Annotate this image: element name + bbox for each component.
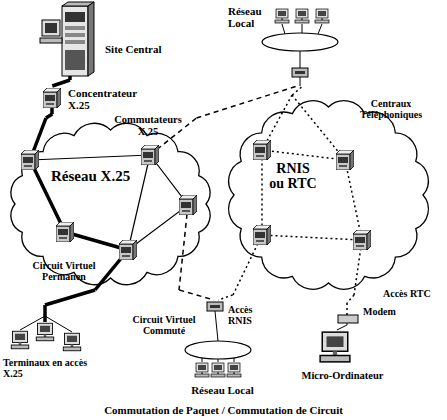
network-link <box>218 295 232 300</box>
figure-caption: Commutation de Paquet / Commutation de C… <box>0 404 447 416</box>
x25-switch <box>141 145 159 165</box>
phone-link <box>346 303 348 315</box>
network-node: Terminaux en accès X.25 <box>3 305 103 400</box>
console-display <box>45 23 57 33</box>
cabinet-front <box>62 6 88 76</box>
modem-wire <box>347 323 348 325</box>
x25-switch <box>179 195 197 215</box>
disk-slot <box>65 40 85 44</box>
pc-symbol <box>195 363 209 377</box>
phone-exchange <box>253 225 271 245</box>
router-panel <box>210 305 220 308</box>
phone-exchange <box>336 150 354 170</box>
router-symbol <box>292 68 308 77</box>
terminal-symbol <box>63 333 81 351</box>
node-label: RNIS ou RTC <box>268 161 318 192</box>
cabinet-side <box>88 2 94 76</box>
annotation-label: Circuit Virtuel Commuté <box>128 314 200 336</box>
switched-circuit-line <box>150 118 197 290</box>
permanent-circuit-line <box>43 305 47 322</box>
network-link <box>337 325 347 330</box>
trunk-line <box>50 108 54 114</box>
phone-exchange <box>353 230 371 250</box>
phone-exchange <box>253 140 271 160</box>
node-label: Réseau X.25 <box>51 168 146 185</box>
annotation-label: Accès RNIS <box>228 304 268 326</box>
network-link <box>46 114 52 118</box>
router-symbol <box>207 302 223 311</box>
lan-ring <box>185 341 251 359</box>
x25-switch <box>21 150 39 170</box>
phone-link <box>233 95 362 295</box>
cabinet-panel <box>65 12 85 22</box>
node-label: Modem <box>363 306 403 317</box>
network-link <box>292 86 302 95</box>
cloud-shape <box>11 123 210 284</box>
annotation-label: Commutateurs X.25 <box>108 114 188 137</box>
x25-switch <box>56 222 74 242</box>
node-label: Terminaux en accès X.25 <box>3 357 103 379</box>
pc-symbol <box>227 363 241 377</box>
pc-symbol <box>275 9 289 23</box>
central-computer <box>40 2 94 80</box>
console-screen <box>42 20 60 36</box>
pc-symbol <box>211 363 225 377</box>
disk-slot <box>65 33 85 37</box>
modem-symbol <box>338 315 358 323</box>
node-label: Réseau Local <box>228 5 272 29</box>
node-label: Réseau Local <box>180 384 265 396</box>
network-link <box>52 80 70 86</box>
node-label: Concentrateur X.25 <box>68 87 148 111</box>
concentrator-symbol <box>43 88 61 108</box>
console-keyboard <box>40 38 62 43</box>
pc-symbol <box>295 9 309 23</box>
annotation-label: Centraux Téléphoniques <box>350 98 432 120</box>
x25-switch <box>119 240 137 260</box>
terminal-symbol <box>36 323 54 341</box>
pc-symbol <box>315 9 329 23</box>
micro-symbol <box>320 332 350 362</box>
node-label: Micro-Ordinateur <box>290 370 395 382</box>
switch-link <box>30 155 188 250</box>
disk-slot <box>65 26 85 30</box>
lan-ring <box>262 33 338 51</box>
annotation-label: Accès RTC <box>383 288 443 299</box>
trunk-line <box>68 76 72 80</box>
network-link <box>45 290 95 305</box>
annotation-label: Circuit Virtuel Permanen <box>28 260 100 282</box>
node-label: Site Central <box>105 43 165 55</box>
cabinet-panel <box>65 50 85 70</box>
x25-terminals <box>11 305 81 351</box>
network-link <box>179 290 214 300</box>
cloud-outline <box>222 95 435 295</box>
cloud-shape <box>229 101 429 289</box>
network-link <box>347 295 354 303</box>
lan-top <box>262 9 338 86</box>
network-cloud: RNIS ou RTC <box>222 95 435 295</box>
router-panel <box>295 71 305 74</box>
terminal-symbol <box>11 331 29 349</box>
